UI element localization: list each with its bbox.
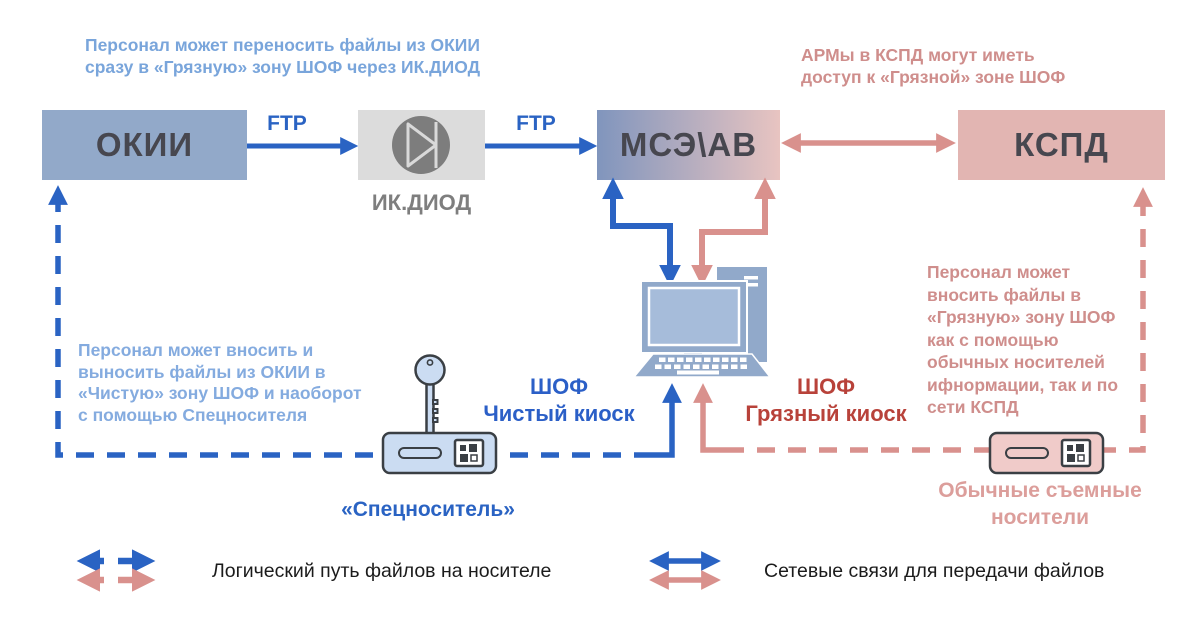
- special-usb-icon: [381, 431, 498, 475]
- label-special-media: «Спецноситель»: [341, 498, 515, 521]
- annotation-left: Персонал может вносить и выносить файлы …: [78, 340, 362, 425]
- ftp-label-okii-diod: FTP: [267, 112, 307, 135]
- legend-logical-arrows-icon: [76, 549, 156, 592]
- connector-mse-clean-kiosk: [602, 177, 681, 287]
- connector-mse-dirty-kiosk: [691, 177, 776, 287]
- kiosk-computer-icon: [632, 265, 772, 378]
- label-clean-kiosk: ШОФ Чистый киоск: [483, 374, 635, 426]
- node-kspd: КСПД: [958, 110, 1165, 180]
- route-ordinary-media-corner: [693, 383, 726, 453]
- label-ordinary-media: Обычные съемные носители: [938, 479, 1142, 529]
- node-ik-diod-label: ИК.ДИОД: [371, 190, 472, 215]
- label-dirty-kiosk: ШОФ Грязный киоск: [745, 374, 907, 426]
- key-icon: [414, 354, 446, 442]
- legend-network-label: Сетевые связи для передачи файлов: [764, 560, 1105, 582]
- annotation-right: Персонал может вносить файлы в «Грязную»…: [927, 262, 1119, 417]
- legend-logical-label: Логический путь файлов на носителе: [212, 560, 552, 582]
- ftp-label-diod-mse: FTP: [516, 112, 556, 135]
- annotation-top-right: АРМы в КСПД могут иметь доступ к «Грязно…: [801, 45, 1066, 87]
- node-okii: ОКИИ: [42, 110, 247, 180]
- node-ik-diod-box: [358, 110, 485, 180]
- annotation-top-left: Персонал может переносить файлы из ОКИИ …: [85, 35, 481, 77]
- node-mse-av: МСЭ\АВ: [597, 110, 780, 180]
- ordinary-usb-icon: [988, 431, 1105, 475]
- legend-network-arrows-icon: [649, 551, 721, 590]
